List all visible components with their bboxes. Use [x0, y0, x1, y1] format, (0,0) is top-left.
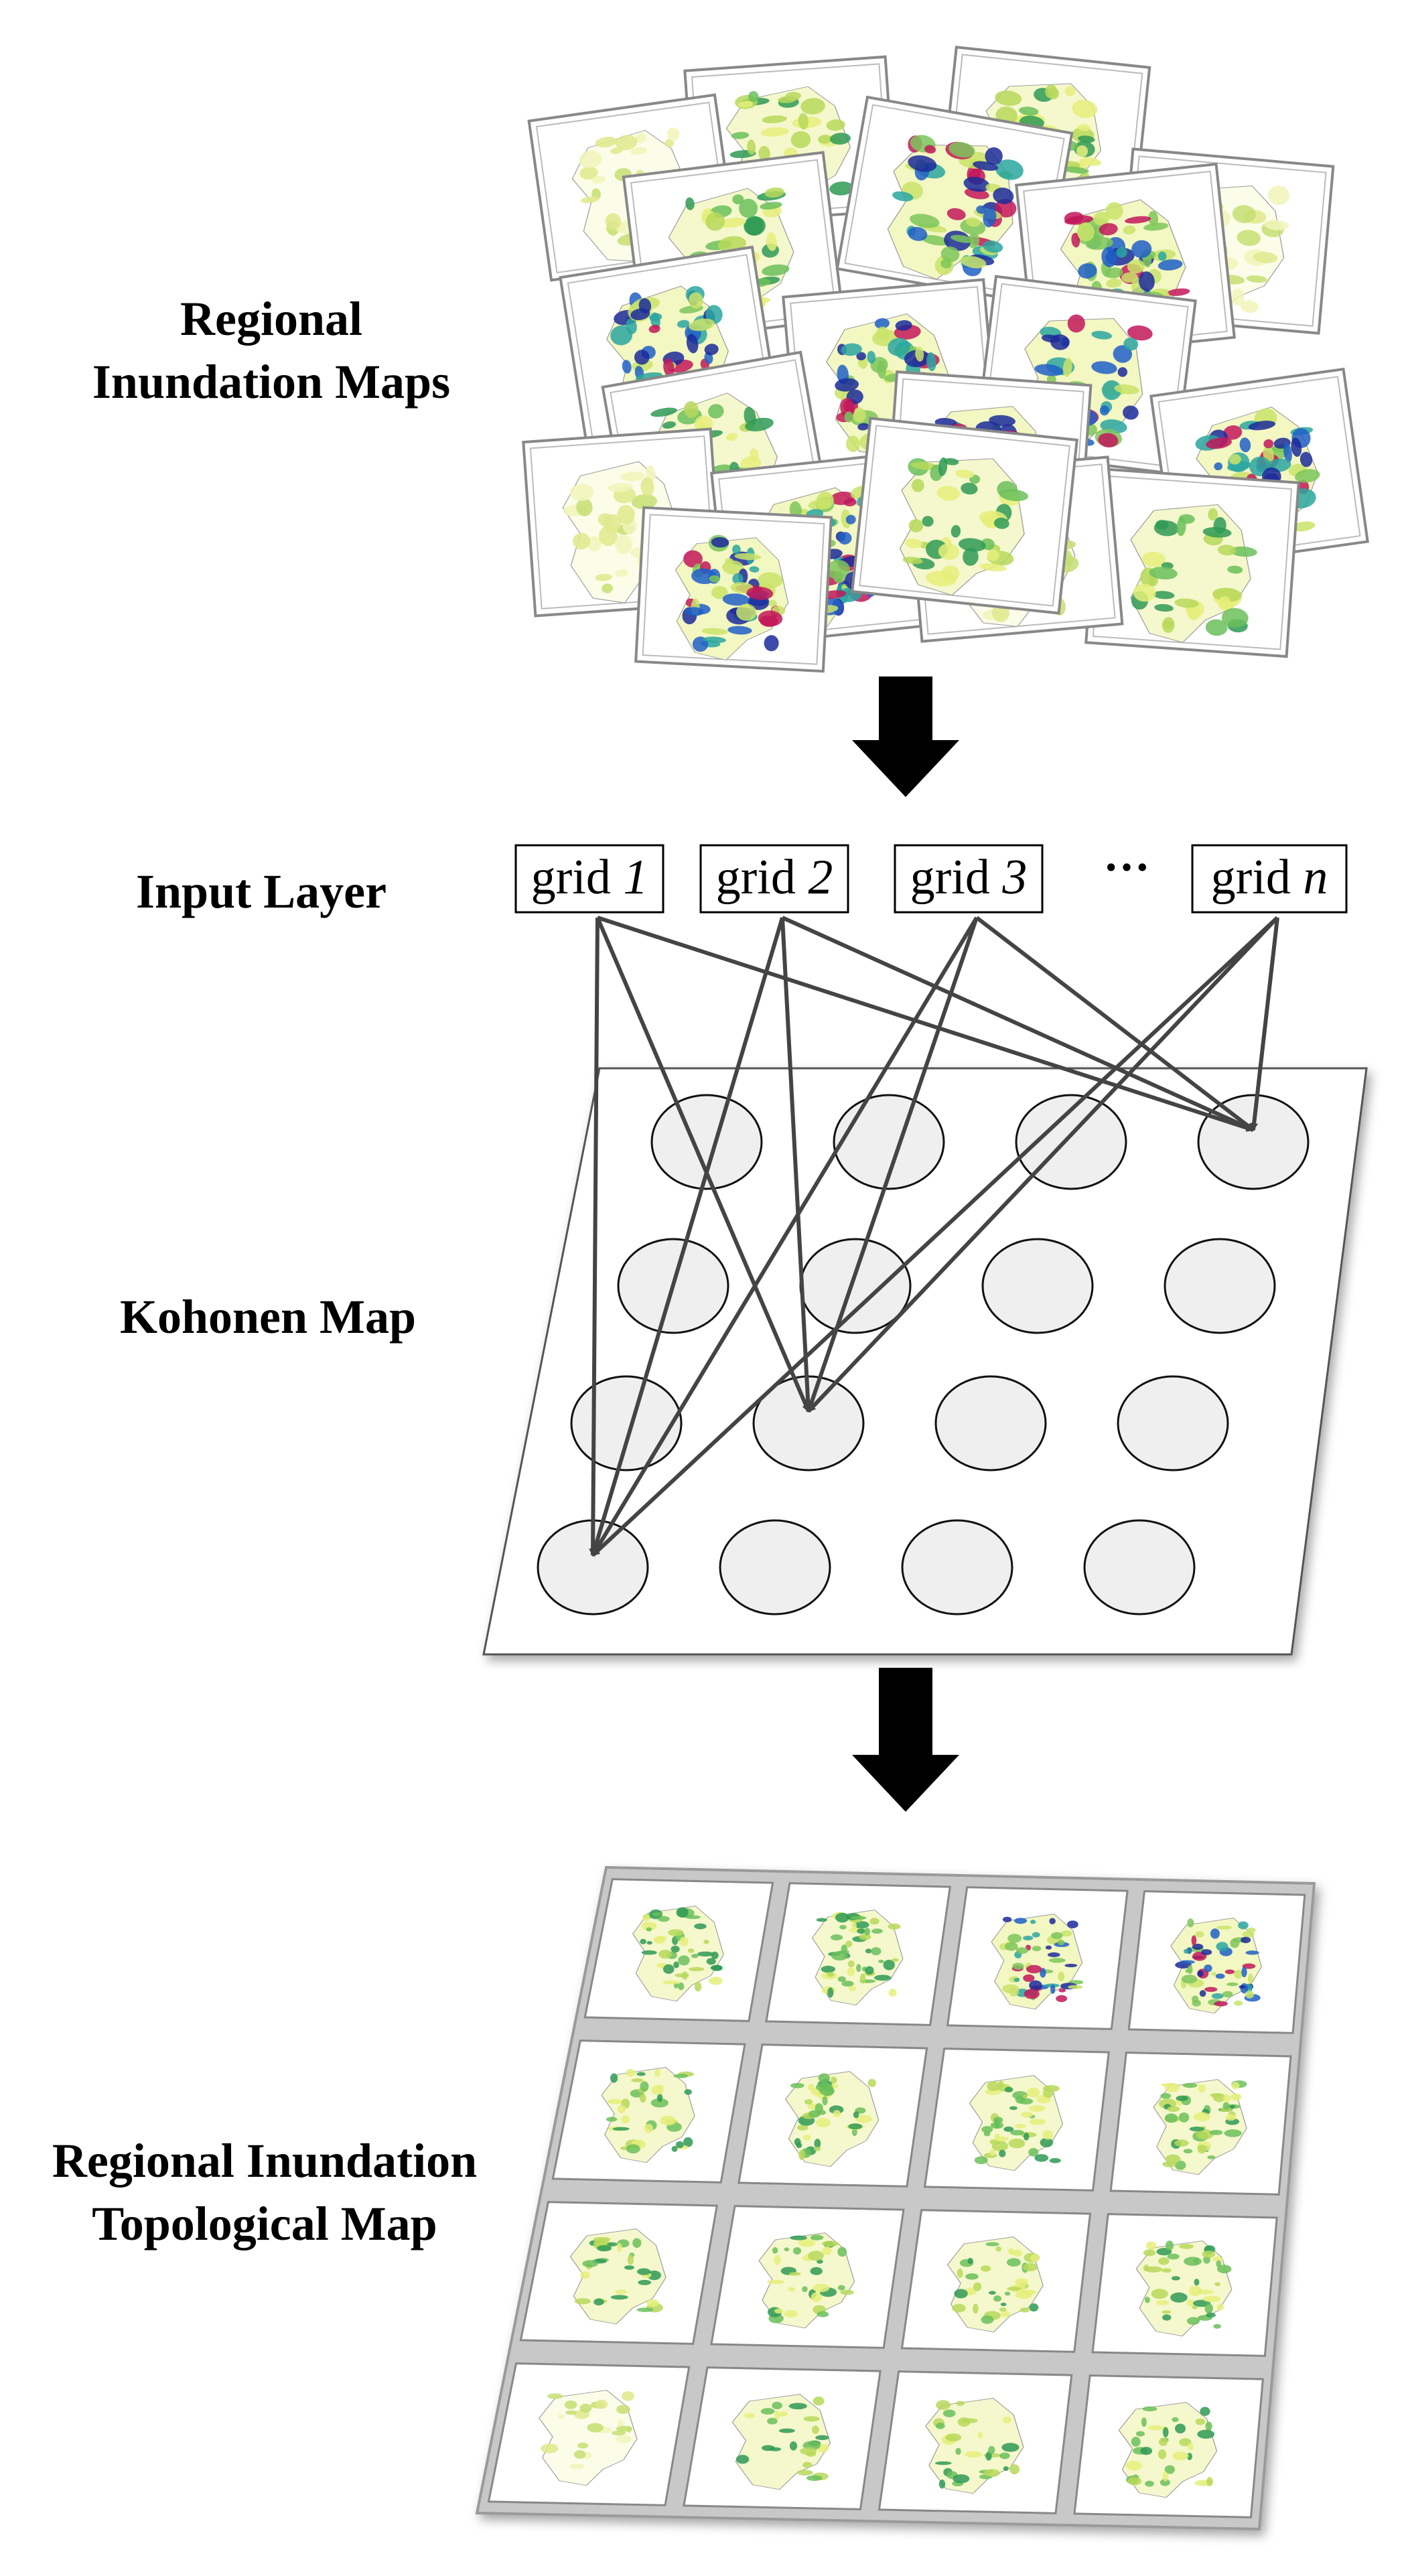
topological-map-cell — [551, 2040, 746, 2184]
kohonen-neuron — [833, 1094, 945, 1190]
topological-map-cell — [738, 2044, 928, 2188]
topological-map-grid — [475, 1865, 1316, 2531]
input-node-grid-1: grid 1 — [514, 844, 664, 914]
connection-arrow — [781, 916, 1255, 1132]
kohonen-neuron — [981, 1238, 1094, 1334]
connection-arrow — [591, 917, 784, 1557]
label-kohonen-map: Kohonen Map — [119, 1290, 417, 1344]
input-node-grid-2: grid 2 — [699, 844, 849, 914]
down-arrow-2 — [852, 1668, 959, 1812]
topological-frame — [475, 1865, 1316, 2531]
inundation-map-thumbnail — [634, 506, 833, 673]
input-node-grid-n: grid n — [1191, 844, 1348, 914]
connection-arrow — [597, 916, 1255, 1132]
topological-map-cell — [765, 1882, 952, 2026]
input-node-label: grid 1 — [531, 850, 648, 905]
down-arrow-1 — [852, 676, 959, 797]
input-node-grid-3: grid 3 — [894, 844, 1044, 914]
connection-arrow — [591, 916, 1279, 1557]
topological-map-cell — [487, 2362, 691, 2506]
kohonen-neuron — [901, 1519, 1013, 1616]
connection-arrow — [975, 916, 1255, 1132]
topological-map-cell — [710, 2205, 905, 2349]
topological-map-cell — [900, 2209, 1092, 2353]
topological-map-cell — [583, 1878, 774, 2022]
kohonen-neuron — [934, 1375, 1047, 1472]
kohonen-neuron — [570, 1375, 683, 1472]
kohonen-plane — [482, 1067, 1368, 1656]
topological-map-cell — [1127, 1890, 1306, 2034]
kohonen-neuron — [1117, 1375, 1229, 1472]
topological-map-cell — [1073, 2374, 1264, 2518]
input-node-label: grid 3 — [910, 850, 1028, 905]
connection-arrow — [1250, 917, 1279, 1131]
input-node-label: grid n — [1211, 850, 1328, 905]
input-connections — [589, 916, 1279, 1557]
topological-map-cell — [923, 2048, 1110, 2192]
topological-map-cell — [519, 2201, 719, 2345]
kohonen-neuron — [1197, 1094, 1310, 1190]
kohonen-neuron — [719, 1519, 831, 1616]
connection-arrow — [806, 916, 1279, 1413]
connection-arrow — [591, 916, 979, 1557]
topological-map-cell — [878, 2370, 1073, 2514]
label-topological-map: Regional Inundation Topological Map — [52, 2134, 478, 2250]
inundation-map-thumbnail — [851, 417, 1078, 615]
topological-map-cell — [1109, 2052, 1292, 2196]
topological-map-cell — [946, 1886, 1129, 2030]
inundation-map-thumbnail — [1084, 467, 1300, 658]
inundation-map-pile — [522, 46, 1369, 673]
connection-arrow — [595, 916, 811, 1413]
topological-map-cell — [683, 2366, 882, 2510]
input-layer: grid 1 grid 2 grid 3 grid n ··· — [514, 842, 1348, 914]
label-regional-inundation-maps: Regional Inundation Maps — [92, 292, 451, 409]
kohonen-neuron — [650, 1094, 763, 1190]
topological-map-cell — [1091, 2213, 1278, 2357]
label-input-layer: Input Layer — [135, 865, 387, 918]
connection-arrow — [780, 917, 813, 1413]
input-ellipsis: ··· — [1103, 842, 1150, 893]
kohonen-neuron — [1164, 1238, 1276, 1334]
kohonen-neuron — [1083, 1519, 1196, 1616]
input-node-label: grid 2 — [716, 850, 833, 905]
connection-arrow — [589, 917, 600, 1557]
